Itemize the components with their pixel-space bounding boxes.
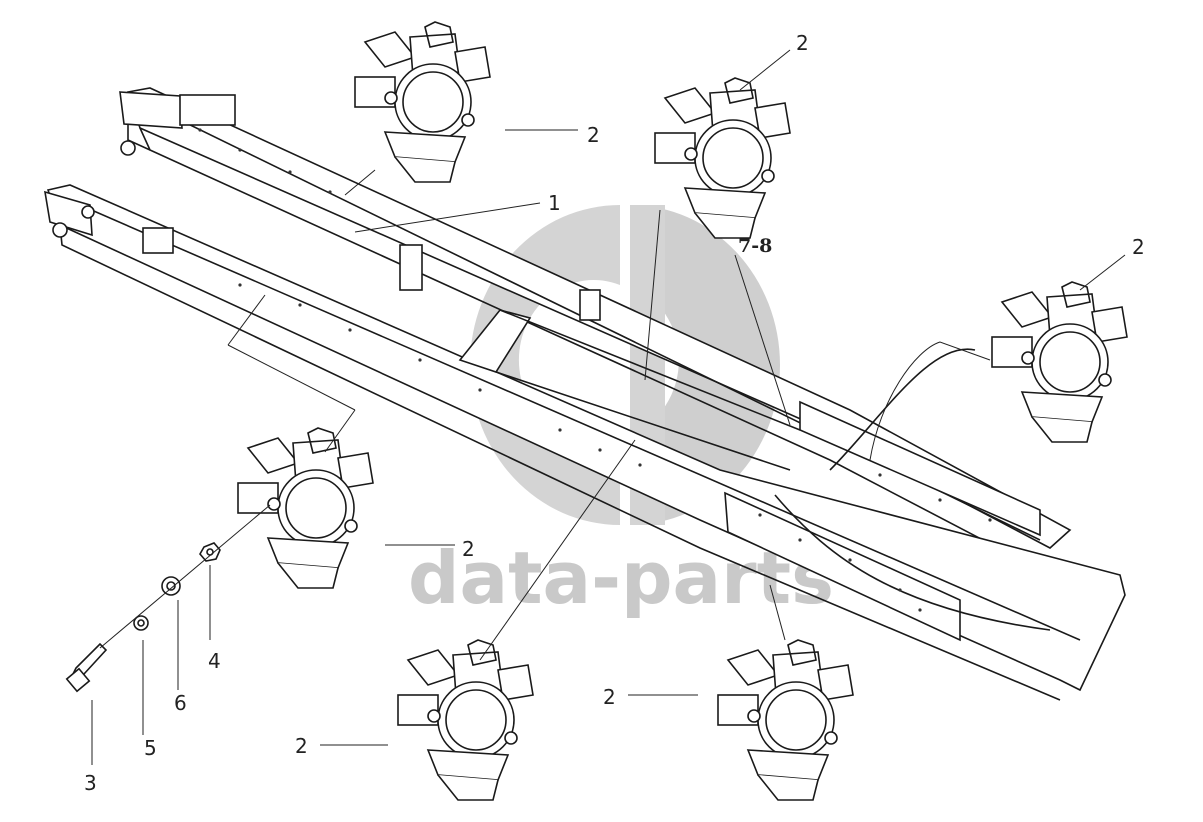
callout-frame: 1 (548, 191, 561, 215)
callout-valve-3: 2 (1132, 235, 1145, 259)
valve-assembly-right (991, 281, 1128, 443)
callout-nut: 4 (208, 649, 221, 673)
chassis-frame-icon (44, 87, 1126, 701)
hardware-axis-line (99, 504, 271, 649)
valve-assembly-top-left (354, 21, 491, 183)
nut-icon (199, 542, 221, 562)
bolt-icon (65, 642, 108, 693)
callout-range: 7-8 (738, 235, 772, 257)
callout-washer: 5 (144, 736, 157, 760)
washer-icon (133, 615, 149, 631)
washer-icon-b (161, 576, 181, 596)
callout-bolt: 3 (84, 771, 97, 795)
watermark-text: data-parts (408, 536, 834, 620)
callout-valve-4: 2 (462, 537, 475, 561)
callout-valve-1: 2 (587, 123, 600, 147)
valve-assembly-mid-left (237, 427, 374, 589)
callout-valve-6: 2 (295, 734, 308, 758)
callout-valve-2: 2 (796, 31, 809, 55)
leader-lines (91, 49, 1126, 765)
valve-assembly-bottom-center (397, 639, 534, 801)
callout-washer-b: 6 (174, 691, 187, 715)
callout-valve-5: 2 (603, 685, 616, 709)
valve-assembly-bottom-right (717, 639, 854, 801)
